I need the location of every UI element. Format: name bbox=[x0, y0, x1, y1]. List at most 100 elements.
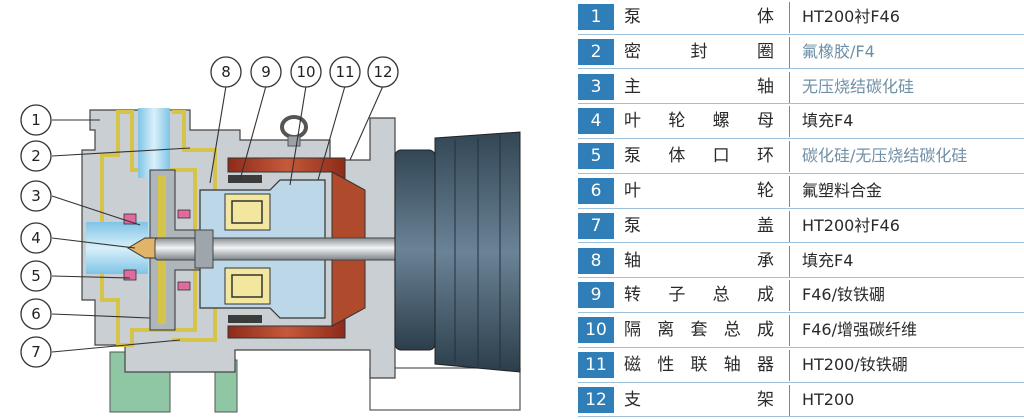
main-shaft bbox=[154, 229, 406, 269]
part-name-char: 叶 bbox=[624, 181, 641, 201]
row-divider bbox=[578, 137, 1024, 139]
part-name: 磁性联轴器 bbox=[624, 352, 774, 378]
part-name: 叶轮螺母 bbox=[624, 108, 774, 134]
part-name-char: 架 bbox=[757, 389, 774, 410]
row-divider bbox=[578, 346, 1024, 348]
row-divider bbox=[578, 172, 1024, 174]
part-name-char: 螺 bbox=[712, 111, 730, 132]
svg-text:7: 7 bbox=[31, 343, 41, 361]
svg-text:2: 2 bbox=[31, 147, 41, 165]
part-name: 隔离套总成 bbox=[624, 317, 774, 343]
column-divider bbox=[789, 2, 790, 33]
part-name-char: 泵 bbox=[624, 7, 641, 27]
part-number-badge: 11 bbox=[578, 352, 614, 378]
callout-10: 10 bbox=[290, 56, 322, 88]
part-number-badge: 7 bbox=[578, 212, 614, 239]
part-number-badge: 5 bbox=[578, 143, 614, 170]
callout-2: 2 bbox=[20, 140, 52, 172]
part-name-char: 成 bbox=[757, 320, 774, 341]
part-name-char: 器 bbox=[757, 355, 774, 375]
part-name: 泵体口环 bbox=[624, 143, 774, 169]
callout-11: 11 bbox=[329, 56, 361, 88]
svg-text:12: 12 bbox=[373, 63, 392, 81]
pump-cross-section-diagram: 1 2 3 4 5 6 7 8 9 10 11 12 bbox=[20, 56, 521, 413]
part-name-char: 叶 bbox=[624, 111, 641, 132]
part-name-char: 环 bbox=[756, 146, 774, 167]
part-name-char: 总 bbox=[723, 320, 741, 341]
part-name: 密封圈 bbox=[624, 39, 774, 65]
part-number-badge: 6 bbox=[578, 178, 614, 204]
callout-6: 6 bbox=[20, 298, 52, 330]
part-number-badge: 3 bbox=[578, 73, 614, 100]
table-row: 10 隔离套总成 F46/增强碳纤维 bbox=[578, 313, 1024, 348]
callout-12: 12 bbox=[367, 56, 399, 88]
column-divider bbox=[789, 384, 790, 416]
part-name-char: 联 bbox=[690, 355, 708, 375]
part-name-char: 轴 bbox=[624, 250, 641, 271]
part-name: 叶轮 bbox=[624, 178, 774, 204]
part-number-badge: 9 bbox=[578, 282, 614, 309]
svg-text:11: 11 bbox=[335, 63, 354, 81]
callout-5: 5 bbox=[20, 260, 52, 292]
part-number-badge: 1 bbox=[578, 4, 614, 30]
part-name: 泵体 bbox=[624, 4, 774, 30]
part-name-char: 泵 bbox=[624, 146, 641, 167]
row-divider bbox=[578, 207, 1024, 209]
callout-7: 7 bbox=[20, 336, 52, 368]
part-name: 支架 bbox=[624, 387, 774, 413]
part-name-char: 支 bbox=[624, 389, 641, 410]
part-name-char: 磁 bbox=[624, 355, 641, 375]
row-divider bbox=[578, 103, 1024, 105]
column-divider bbox=[789, 36, 790, 68]
row-divider bbox=[578, 381, 1024, 383]
part-number-badge: 10 bbox=[578, 317, 614, 344]
part-name-char: 离 bbox=[657, 320, 675, 341]
part-number-badge: 4 bbox=[578, 108, 614, 135]
part-material: 填充F4 bbox=[802, 250, 854, 270]
part-material: F46/增强碳纤维 bbox=[802, 320, 917, 340]
part-number-badge: 12 bbox=[578, 386, 614, 413]
svg-text:3: 3 bbox=[31, 187, 41, 205]
part-name-char: 轮 bbox=[757, 181, 774, 201]
part-name-char: 口 bbox=[712, 146, 730, 167]
part-material: HT200 bbox=[802, 389, 855, 409]
part-material: HT200/钕铁硼 bbox=[802, 355, 908, 374]
part-material: 无压烧结碳化硅 bbox=[802, 76, 915, 96]
callout-8: 8 bbox=[210, 56, 242, 88]
row-divider bbox=[578, 242, 1024, 244]
part-name-char: 总 bbox=[712, 285, 730, 306]
part-name: 转子总成 bbox=[624, 282, 774, 308]
part-name-char: 母 bbox=[756, 111, 774, 132]
part-name-char: 圈 bbox=[757, 41, 774, 62]
part-material: HT200衬F46 bbox=[802, 7, 900, 26]
callout-3: 3 bbox=[20, 180, 52, 212]
part-name-char: 性 bbox=[657, 355, 675, 375]
part-name-char: 承 bbox=[757, 250, 774, 271]
callout-9: 9 bbox=[250, 56, 282, 88]
leader-lines bbox=[51, 85, 384, 353]
column-divider bbox=[789, 71, 790, 103]
seal-rings bbox=[123, 209, 191, 291]
part-name-char: 密 bbox=[624, 41, 641, 62]
row-divider bbox=[578, 68, 1024, 70]
row-divider bbox=[578, 311, 1024, 313]
row-divider bbox=[578, 277, 1024, 279]
part-name-char: 转 bbox=[624, 285, 641, 306]
part-name-char: 成 bbox=[756, 285, 774, 306]
table-row: 1 泵体 HT200衬F46 bbox=[578, 0, 1024, 35]
svg-text:1: 1 bbox=[31, 111, 41, 129]
row-divider bbox=[578, 416, 1024, 418]
part-name: 轴承 bbox=[624, 248, 774, 274]
callout-4: 4 bbox=[20, 222, 52, 254]
column-divider bbox=[789, 315, 790, 347]
motor bbox=[394, 131, 521, 373]
part-material: 填充F4 bbox=[802, 111, 854, 131]
row-divider bbox=[578, 33, 1024, 35]
part-name-char: 主 bbox=[624, 76, 641, 97]
